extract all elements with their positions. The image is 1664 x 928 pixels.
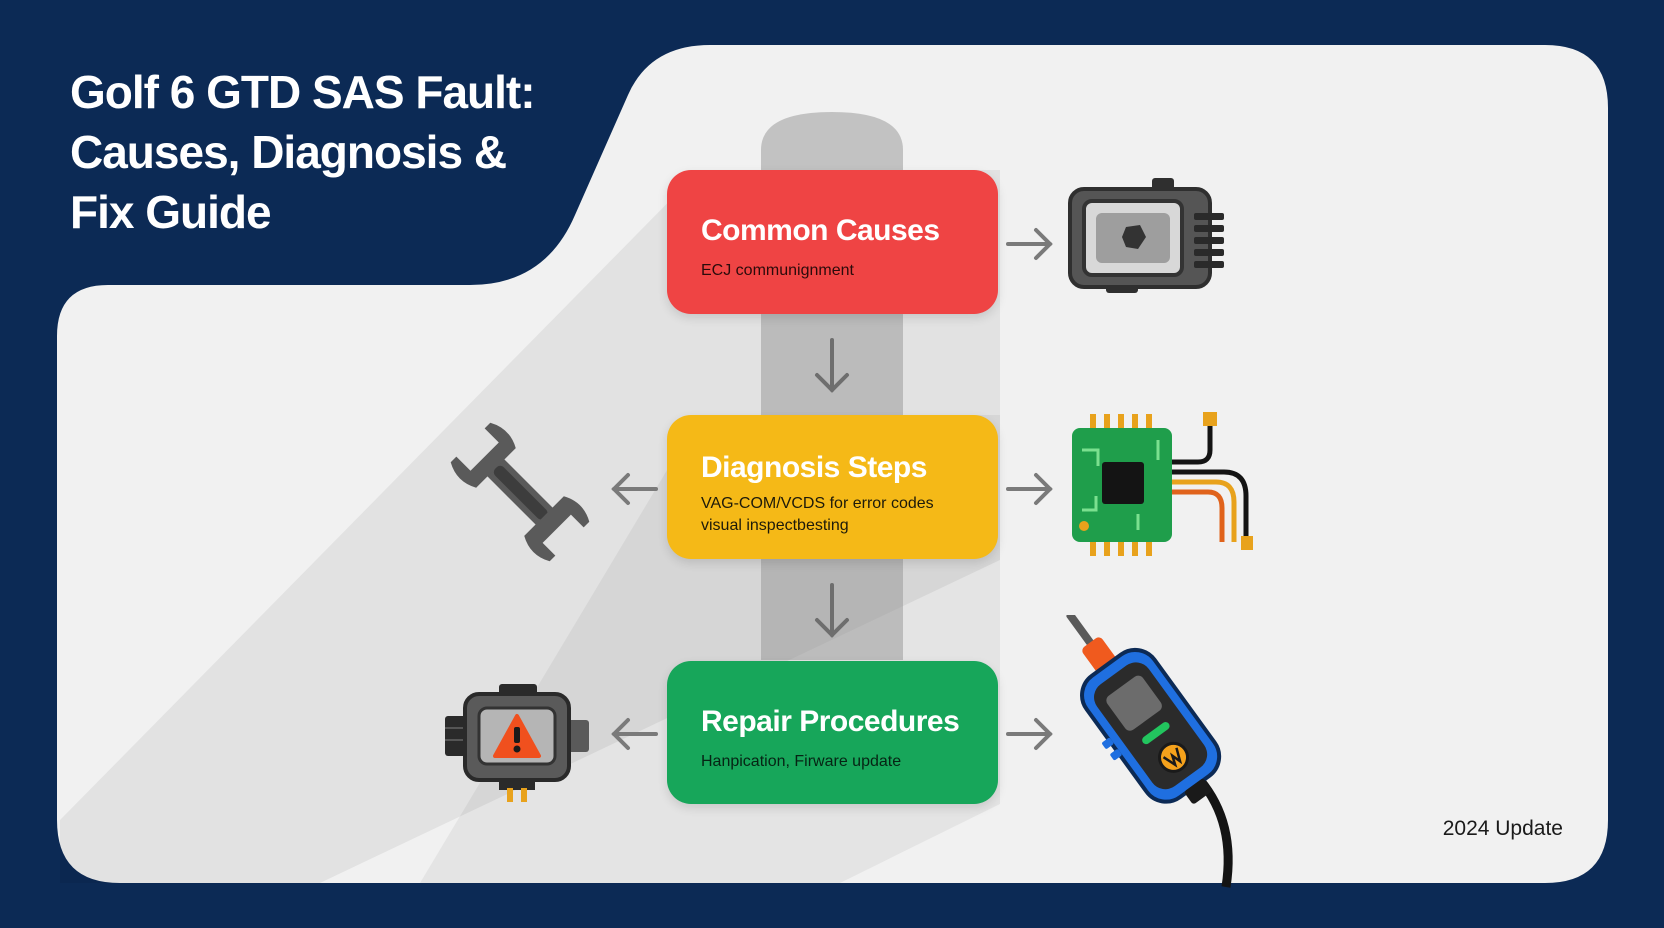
title-line-1: Golf 6 GTD SAS Fault:: [70, 66, 536, 118]
multimeter-probe-icon: [1066, 615, 1233, 888]
step-detail: VAG-COM/VCDS for error codes: [701, 495, 934, 512]
title-line-3: Fix Guide: [70, 186, 272, 238]
sensor-module-icon: [1068, 178, 1224, 293]
wrench-icon: [450, 422, 590, 562]
step-heading: Diagnosis Steps: [701, 451, 927, 484]
step-card-repair-procedures: Repair Procedures Hanpication, Firware u…: [667, 661, 998, 804]
down-arrow-1: [815, 338, 849, 393]
down-arrow-2: [815, 583, 849, 638]
right-arrow-2: [1006, 473, 1053, 505]
step-detail: ECJ communignment: [701, 262, 854, 279]
step-heading: Common Causes: [701, 214, 940, 247]
update-badge: 2024 Update: [1442, 817, 1563, 840]
step-detail: visual inspectbesting: [701, 517, 849, 534]
step-card-common-causes: Common Causes ECJ communignment: [667, 170, 998, 314]
warning-sensor-icon: [445, 684, 589, 802]
right-arrow-1: [1006, 228, 1053, 260]
circuit-board-icon: [1072, 412, 1253, 556]
left-arrow-2: [611, 718, 658, 750]
right-arrow-3: [1006, 718, 1053, 750]
step-card-diagnosis-steps: Diagnosis Steps VAG-COM/VCDS for error c…: [667, 415, 998, 559]
page-title: Golf 6 GTD SAS Fault: Causes, Diagnosis …: [70, 62, 590, 242]
step-heading: Repair Procedures: [701, 705, 960, 738]
step-detail: Hanpication, Firware update: [701, 753, 902, 770]
title-line-2: Causes, Diagnosis &: [70, 126, 507, 178]
left-arrow-1: [611, 473, 658, 505]
